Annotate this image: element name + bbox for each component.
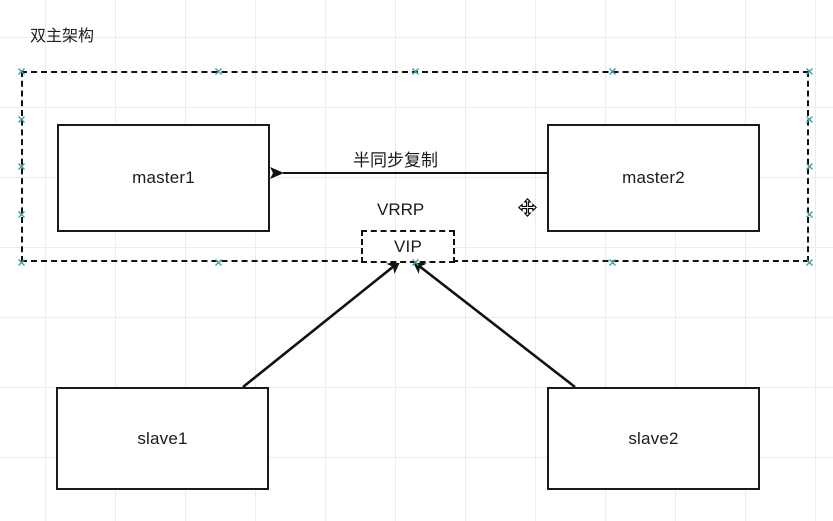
edge-label-replication: 半同步复制	[353, 151, 438, 170]
node-slave2[interactable]: slave2	[547, 387, 760, 490]
selection-handle-top-left[interactable]	[17, 67, 25, 75]
selection-handle-right-middle[interactable]	[805, 162, 813, 170]
node-slave1-label: slave1	[137, 428, 188, 448]
node-master2[interactable]: master2	[547, 124, 760, 232]
selection-handle-left-lower[interactable]	[17, 210, 25, 218]
node-slave2-label: slave2	[628, 428, 679, 448]
node-master1-label: master1	[132, 168, 195, 187]
selection-handle-bottom-center[interactable]	[214, 258, 222, 266]
selection-handle-bottom-middle[interactable]	[411, 258, 419, 266]
node-master2-label: master2	[622, 168, 685, 187]
selection-handle-top-right[interactable]	[805, 67, 813, 75]
node-master1[interactable]: master1	[57, 124, 270, 232]
edge-label-vrrp: VRRP	[377, 200, 425, 219]
page-title: 双主架构	[30, 26, 95, 45]
selection-handle-bottom-right-mid[interactable]	[608, 258, 616, 266]
selection-handle-top-right-mid[interactable]	[608, 67, 616, 75]
selection-handle-top-center[interactable]	[214, 67, 222, 75]
node-vip-label: VIP	[393, 236, 422, 256]
selection-handle-right-upper[interactable]	[805, 115, 813, 123]
node-slave1[interactable]: slave1	[56, 387, 269, 490]
selection-handle-bottom-right[interactable]	[805, 258, 813, 266]
selection-handle-left-upper[interactable]	[17, 115, 25, 123]
selection-handle-bottom-left[interactable]	[17, 258, 25, 266]
edge-slave2-to-vip[interactable]	[412, 260, 576, 389]
selection-handle-right-lower[interactable]	[805, 210, 813, 218]
move-cursor	[517, 197, 538, 218]
selection-handle-left-middle[interactable]	[17, 162, 25, 170]
edge-slave1-to-vip[interactable]	[242, 260, 401, 389]
node-vip[interactable]: VIP	[361, 230, 455, 263]
selection-handle-top-middle[interactable]	[411, 67, 419, 75]
